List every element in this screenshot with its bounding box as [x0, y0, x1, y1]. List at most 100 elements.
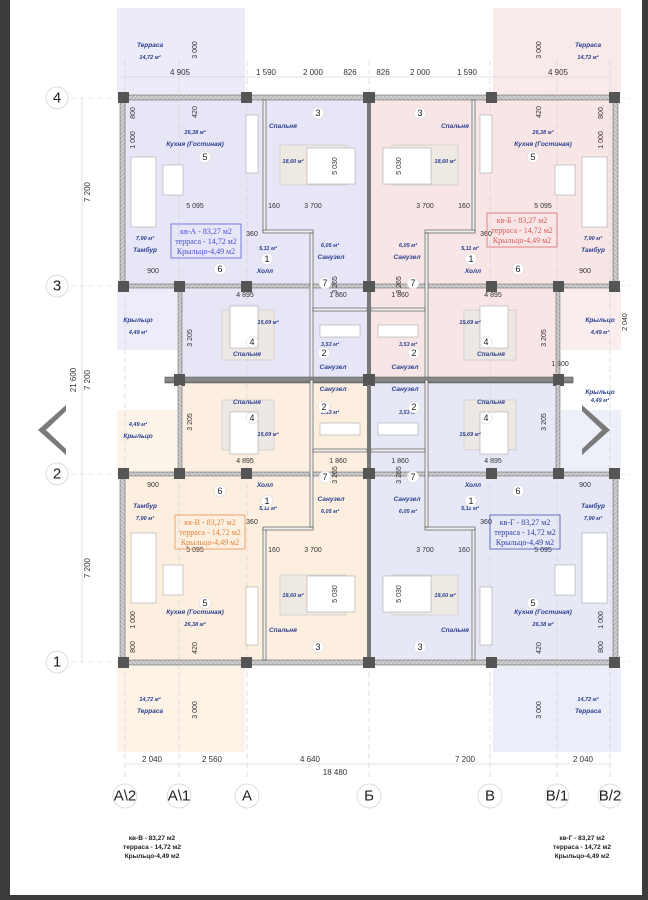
room-number: 6	[515, 486, 520, 496]
kitchen-label: Кухня (Гостиная)	[514, 609, 571, 616]
dimension-inner: 5 095	[534, 203, 552, 210]
chevron-right-icon	[582, 405, 610, 455]
kitchen-label: Кухня (Гостиная)	[166, 141, 223, 148]
room-number: 6	[217, 486, 222, 496]
axis-row-label: 3	[53, 278, 61, 295]
bedroom-label: Спальня	[441, 123, 469, 130]
room-number: 2	[411, 348, 416, 358]
dimension-inner: 5 030	[396, 157, 403, 175]
dimension-inner: 160	[268, 203, 280, 210]
dimension-inner: 3 000	[192, 41, 199, 59]
vestibule-area: 7,90 м²	[584, 235, 602, 242]
axis-col-label: В/1	[546, 788, 569, 805]
dimension-inner: 900	[579, 482, 591, 489]
room-number-badge	[198, 596, 212, 610]
axis-col-bubble	[597, 783, 623, 809]
dimension-inner: 800	[130, 107, 137, 119]
bedroom-area: 15,69 м²	[257, 431, 278, 438]
room-number-badge	[213, 262, 227, 276]
apartment-info-name: кв-Б - 83,27 м2	[497, 216, 548, 225]
dimension-left: 7 200	[83, 369, 92, 390]
bathroom-area: 3,53 м²	[399, 409, 417, 416]
dimension-inner: 1 860	[329, 458, 347, 465]
axis-col-bubble	[544, 783, 570, 809]
dimension-inner: 420	[192, 106, 199, 118]
hall-label: Холл	[464, 268, 481, 275]
vestibule-area: 7,90 м²	[136, 515, 154, 522]
terrace-v	[117, 665, 245, 752]
porch-label: Крыльцо	[123, 433, 152, 440]
vestibule-area: 7,90 м²	[584, 515, 602, 522]
room-number: 4	[249, 413, 254, 423]
room-number: 3	[315, 642, 320, 652]
axis-col-label: Б	[364, 788, 374, 805]
dimension-inner: 900	[579, 268, 591, 275]
bathroom-label: Санузел	[391, 364, 418, 371]
dimension-inner: 4 895	[236, 292, 254, 299]
dimension-top: 4 905	[170, 68, 191, 77]
room-number: 1	[468, 254, 473, 264]
dimension-inner: 3 205	[187, 413, 194, 431]
axis-col-label: А	[242, 788, 252, 805]
dimension-inner: 3 205	[541, 329, 548, 347]
room-number: 3	[417, 642, 422, 652]
bathroom-area: 6,05 м²	[321, 242, 339, 249]
dimension-top: 2 000	[410, 68, 431, 77]
dimension-inner: 3 700	[416, 547, 434, 554]
apartment-info-terrace: терраса - 14,72 м2	[179, 528, 241, 537]
bedroom-label: Спальня	[233, 351, 261, 358]
axis-row-bubble	[45, 86, 69, 110]
room-number: 5	[530, 152, 535, 162]
terrace-a	[117, 8, 245, 95]
porch-b	[561, 288, 621, 350]
dimension-inner: 4 895	[484, 292, 502, 299]
bathroom-area: 6,05 м²	[399, 508, 417, 515]
footer-note-porch: Крыльцо-4,49 м2	[125, 853, 180, 860]
room-number-badge	[464, 252, 478, 266]
bedroom-area: 18,60 м²	[434, 592, 455, 599]
bathroom-label: Санузел	[317, 254, 344, 261]
axis-row-label: 1	[53, 654, 61, 671]
dimension-inner: 2 040	[622, 313, 629, 331]
chevron-left-icon	[38, 405, 66, 455]
terrace-area: 14,72 м²	[577, 54, 598, 61]
dimension-top: 4 905	[548, 68, 569, 77]
dimension-inner: 420	[192, 642, 199, 654]
apartment-info-box	[489, 514, 561, 550]
dimension-top: 2 000	[303, 68, 324, 77]
vestibule-label: Тамбур	[581, 246, 605, 254]
room-number-badge	[317, 346, 331, 360]
dimension-inner: 1 300	[551, 361, 569, 368]
axis-col-bubble	[477, 783, 503, 809]
dimension-inner: 360	[480, 519, 492, 526]
dimension-inner: 3 265	[332, 276, 339, 294]
room-number-badge	[198, 150, 212, 164]
vestibule-area: 7,90 м²	[136, 235, 154, 242]
dimension-total: 18 480	[323, 768, 348, 777]
axis-col-label: А\2	[114, 788, 137, 805]
footer-note-porch: Крыльцо-4,49 м2	[555, 853, 610, 860]
bathroom-label: Санузел	[391, 386, 418, 393]
bedroom-label: Спальня	[477, 351, 505, 358]
footer-note-terrace: терраса - 14,72 м2	[553, 844, 611, 851]
terrace-label: Терраса	[575, 42, 602, 49]
terrace-area: 14,72 м²	[577, 696, 598, 703]
apartment-info-terrace: терраса - 14,72 м2	[491, 226, 553, 235]
apartment-info-terrace: терраса - 14,72 м2	[494, 528, 556, 537]
room-number-badge	[245, 335, 259, 349]
dimension-left: 7 200	[83, 181, 92, 202]
room-number: 2	[411, 402, 416, 412]
footer-note-terrace: терраса - 14,72 м2	[123, 844, 181, 851]
footer-note-name: кв-В - 83,27 м2	[129, 835, 176, 842]
apartment-info-porch: Крыльцо-4,49 м2	[493, 236, 551, 245]
dimension-bottom: 2 560	[202, 755, 223, 764]
room-number: 3	[417, 108, 422, 118]
room-number-badge	[511, 484, 525, 498]
apartment-info-porch: Крыльцо-4,49 м2	[181, 538, 239, 547]
axis-col-bubble	[112, 783, 138, 809]
dimension-bottom: 2 040	[573, 755, 594, 764]
room-number-badge	[479, 411, 493, 425]
prev-page-button[interactable]	[30, 404, 72, 458]
next-page-button[interactable]	[576, 404, 618, 458]
room-number-badge	[311, 640, 325, 654]
